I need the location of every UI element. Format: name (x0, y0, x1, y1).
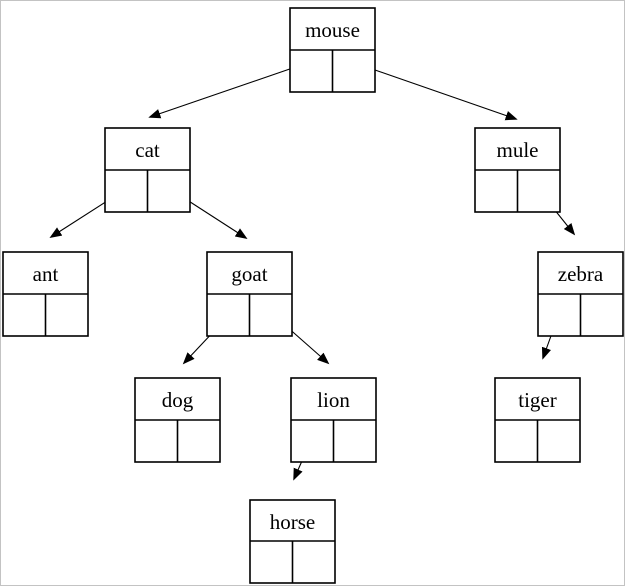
edge-mouse-right-to-mule (351, 61, 518, 121)
tree-node-mule: mule (474, 127, 561, 213)
node-label-ant: ant (33, 262, 59, 286)
node-label-zebra: zebra (558, 262, 604, 286)
node-label-mouse: mouse (305, 18, 360, 42)
edge-mouse-left-to-cat (148, 60, 314, 119)
node-label-horse: horse (270, 510, 316, 534)
tree-node-dog: dog (134, 377, 221, 463)
tree-node-ant: ant (2, 251, 89, 337)
node-label-tiger: tiger (518, 388, 556, 412)
node-label-cat: cat (135, 138, 160, 162)
tree-node-goat: goat (206, 251, 293, 337)
tree-node-lion: lion (290, 377, 377, 463)
tree-node-zebra: zebra (537, 251, 624, 337)
tree-node-tiger: tiger (494, 377, 581, 463)
node-label-goat: goat (231, 262, 267, 286)
tree-node-horse: horse (249, 499, 336, 584)
tree-node-cat: cat (104, 127, 191, 213)
node-label-lion: lion (317, 388, 350, 412)
tree-node-mouse: mouse (289, 7, 376, 93)
node-label-mule: mule (497, 138, 539, 162)
node-label-dog: dog (162, 388, 194, 412)
